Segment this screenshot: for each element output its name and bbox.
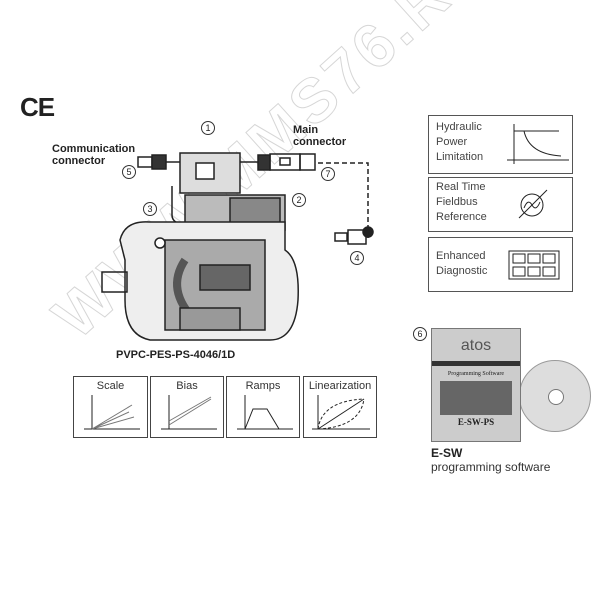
feature-power-limitation: Hydraulic Power Limitation xyxy=(428,115,573,174)
ramps-graph-icon xyxy=(237,395,293,430)
communication-connector-label: Communication connector xyxy=(52,143,136,167)
feature-line: Limitation xyxy=(436,151,484,163)
callout-6: 6 xyxy=(413,327,427,341)
feature-line: Hydraulic xyxy=(436,121,482,133)
function-linearization: Linearization xyxy=(303,376,377,438)
function-label: Linearization xyxy=(308,380,372,392)
feature-diagnostic: Enhanced Diagnostic xyxy=(428,237,573,292)
software-title: E-SW xyxy=(431,446,463,460)
software-subtitle: programming software xyxy=(431,460,551,474)
bias-graph-icon xyxy=(161,395,217,430)
fieldbus-icon xyxy=(518,189,548,219)
feature-line: Fieldbus xyxy=(436,196,478,208)
function-label: Bias xyxy=(176,380,198,392)
ce-mark: CE xyxy=(20,92,55,122)
feature-line: Real Time xyxy=(436,181,486,193)
feature-fieldbus: Real Time Fieldbus Reference xyxy=(428,177,573,232)
scale-graph-icon xyxy=(84,395,140,430)
callout-5: 5 xyxy=(122,165,136,179)
callout-3: 3 xyxy=(143,202,157,216)
function-scale: Scale xyxy=(73,376,148,438)
model-label: PVPC-PES-PS-4046/1D xyxy=(116,349,236,361)
feature-line: Diagnostic xyxy=(436,265,488,277)
box-title: E-SW-PS xyxy=(457,417,495,427)
callout-7: 7 xyxy=(321,167,335,181)
function-bias: Bias xyxy=(150,376,224,438)
software-box: atos Programming Software E-SW-PS xyxy=(431,328,521,442)
callout-4: 4 xyxy=(350,251,364,265)
cd-disc xyxy=(519,360,591,432)
feature-line: Reference xyxy=(436,211,487,223)
power-limit-curve-icon xyxy=(507,124,569,164)
feature-line: Power xyxy=(436,136,468,148)
atos-logo: atos xyxy=(460,337,492,354)
callout-2: 2 xyxy=(292,193,306,207)
function-label: Scale xyxy=(96,380,125,392)
box-subtitle: Programming Software xyxy=(447,371,505,377)
linearization-graph-icon xyxy=(312,395,370,430)
main-connector-label: Main connector xyxy=(293,124,347,148)
feature-line: Enhanced xyxy=(436,250,486,262)
function-label: Ramps xyxy=(245,380,281,392)
callout-1: 1 xyxy=(201,121,215,135)
diagnostic-grid-icon xyxy=(508,250,560,280)
function-ramps: Ramps xyxy=(226,376,300,438)
